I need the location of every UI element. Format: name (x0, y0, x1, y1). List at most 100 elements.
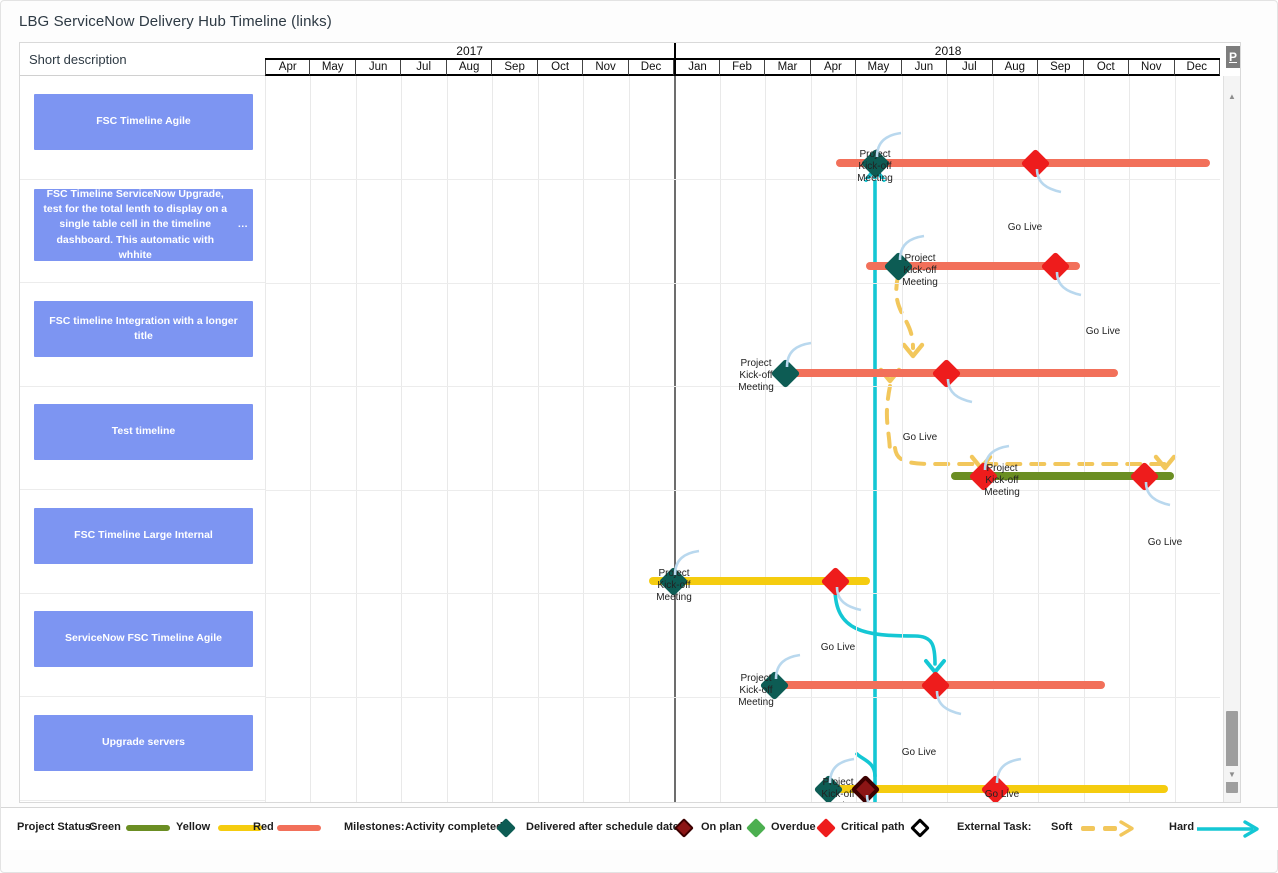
scroll-up-arrow-icon[interactable]: ▲ (1224, 88, 1240, 104)
month-header-cell[interactable]: May (310, 60, 356, 76)
grid-vertical-line (719, 76, 721, 802)
legend-on-plan-diamond-icon (746, 818, 766, 838)
milestone-leader-line (774, 653, 801, 680)
grid-row-line (265, 179, 1220, 180)
vertical-scrollbar[interactable]: ▲ ▼ (1223, 76, 1240, 802)
milestone-label: Go Live (1007, 222, 1043, 233)
month-header-cell[interactable]: Feb (719, 60, 766, 76)
milestone-label: Project Kick-off Meeting (820, 777, 856, 802)
timeline-svg-layer (833, 167, 1177, 802)
month-header-cell[interactable]: Sep (492, 60, 538, 76)
month-header-cell[interactable]: Apr (810, 60, 857, 76)
month-header-cell[interactable]: Oct (537, 60, 584, 76)
grid-vertical-line (947, 76, 949, 802)
month-header-cell[interactable]: Dec (1174, 60, 1220, 76)
month-header-cell[interactable]: Aug (446, 60, 493, 76)
milestone-label: Go Live (820, 642, 856, 653)
month-header-cell[interactable]: Jul (947, 60, 993, 76)
task-row: FSC timeline Integration with a longer t… (20, 283, 265, 387)
milestone-label: Go Live (901, 747, 937, 758)
task-row: Upgrade servers (20, 697, 265, 801)
legend-project-status-label: Project Status: (17, 821, 95, 833)
legend-activity-completed-label: Activity completed (405, 821, 503, 833)
milestone-leader-line (835, 586, 862, 612)
legend-bar: Project Status: Green Yellow Red Milesto… (1, 807, 1278, 850)
month-header-cell[interactable]: May (856, 60, 902, 76)
legend-yellow-label: Yellow (176, 821, 211, 833)
legend-external-task-label: External Task: (957, 821, 1032, 833)
milestone-leader-line (935, 690, 962, 716)
short-description-header[interactable]: Short description (20, 43, 265, 76)
task-name-box[interactable]: FSC timeline Integration with a longer t… (34, 301, 253, 357)
milestone-label: Project Kick-off Meeting (738, 673, 774, 708)
grid-vertical-line (583, 76, 585, 802)
milestone-leader-line (673, 549, 700, 576)
task-name-box[interactable]: ServiceNow FSC Timeline Agile (34, 611, 253, 667)
milestone-leader-line (865, 794, 870, 802)
month-header-cell[interactable]: Jun (355, 60, 402, 76)
grid-vertical-line (446, 76, 448, 802)
legend-soft-label: Soft (1051, 821, 1073, 833)
soft-link-arrow-row3 (901, 342, 925, 359)
page-title: LBG ServiceNow Delivery Hub Timeline (li… (19, 13, 332, 30)
legend-critical-path-diamond-icon (910, 818, 930, 838)
grid-vertical-line (492, 76, 494, 802)
grid-vertical-line (1083, 76, 1085, 802)
task-name-ellipsis: … (237, 218, 249, 231)
legend-overdue-diamond-icon (816, 818, 836, 838)
legend-delivered-after-label: Delivered after schedule date (526, 821, 679, 833)
milestone-label: Go Live (902, 432, 938, 443)
hard-link-row7-branch (855, 752, 877, 778)
month-header-cell[interactable]: Jan (674, 60, 720, 76)
month-header-cell[interactable]: Sep (1038, 60, 1084, 76)
task-name-box[interactable]: FSC Timeline ServiceNow Upgrade, test fo… (34, 188, 253, 261)
grid-row-line (265, 283, 1220, 284)
task-name-box[interactable]: Upgrade servers (34, 715, 253, 771)
milestone-leader-line (1055, 271, 1082, 297)
panel-toggle-button[interactable]: P (1226, 46, 1240, 68)
milestone-label: Go Live (984, 789, 1020, 800)
month-header-cell[interactable]: Nov (583, 60, 629, 76)
scroll-down-arrow-icon[interactable]: ▼ (1224, 766, 1240, 782)
month-header-cell[interactable]: Aug (992, 60, 1039, 76)
milestone-leader-line (1144, 481, 1171, 507)
month-header-cell[interactable]: Oct (1083, 60, 1130, 76)
milestone-leader-line (785, 341, 812, 368)
gantt-bar[interactable] (649, 577, 870, 585)
task-name-box[interactable]: FSC Timeline Agile (34, 94, 253, 150)
milestone-label: Go Live (1085, 326, 1121, 337)
month-header-cell[interactable]: Dec (628, 60, 675, 76)
legend-soft-arrow-icon (1119, 820, 1134, 837)
milestone-leader-line (946, 378, 973, 404)
grid-row-line (265, 593, 1220, 594)
task-name-box[interactable]: Test timeline (34, 404, 253, 460)
grid-row-line (265, 697, 1220, 698)
gantt-bar[interactable] (951, 472, 1174, 480)
grid-vertical-line (401, 76, 403, 802)
milestone-leader-line (828, 757, 855, 784)
task-row: FSC Timeline Large Internal (20, 490, 265, 594)
grid-vertical-line (1038, 76, 1040, 802)
grid-vertical-line (992, 76, 994, 802)
grid-row-line (265, 490, 1220, 491)
gantt-bar[interactable] (866, 262, 1080, 270)
soft-link-row3-row4 (884, 384, 892, 458)
legend-green-label: Green (89, 821, 121, 833)
month-header-cell[interactable]: Apr (265, 60, 311, 76)
legend-overdue-label: Overdue (771, 821, 816, 833)
month-header-cell[interactable]: Mar (765, 60, 811, 76)
month-header-cell[interactable]: Jun (901, 60, 948, 76)
task-name-box[interactable]: FSC Timeline Large Internal (34, 508, 253, 564)
soft-link-arrow-row4b (1153, 454, 1177, 471)
milestone-leader-line (898, 234, 925, 261)
legend-milestones-label: Milestones: (344, 821, 405, 833)
month-header-cell[interactable]: Nov (1129, 60, 1175, 76)
legend-red-label: Red (253, 821, 274, 833)
legend-yellow-swatch (218, 825, 262, 831)
month-header-cell[interactable]: Jul (401, 60, 447, 76)
year-header-2018: 2018 (674, 43, 1220, 60)
grid-vertical-line (628, 76, 630, 802)
